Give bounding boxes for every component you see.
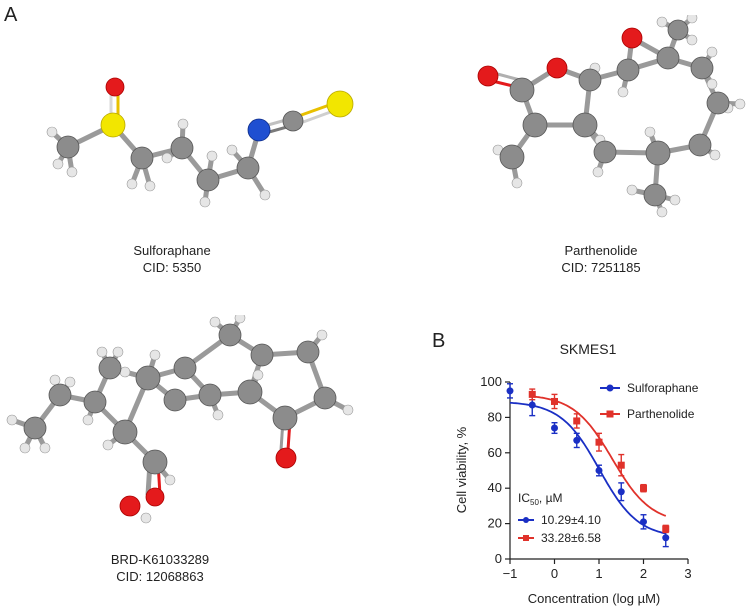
data-point <box>662 525 670 533</box>
x-tick-label: 1 <box>595 566 602 581</box>
data-point <box>528 390 536 398</box>
molecule-cid: CID: 5350 <box>142 260 202 275</box>
molecule-name: Parthenolide <box>564 243 638 258</box>
data-point <box>573 436 581 444</box>
x-tick-label: −1 <box>503 566 518 581</box>
y-axis-label: Cell viability, % <box>454 426 469 513</box>
parthenolide-caption: Parthenolide CID: 7251185 <box>491 242 711 276</box>
molecule-cid: CID: 7251185 <box>561 260 641 275</box>
data-point <box>573 417 581 425</box>
chart-title: SKMES1 <box>560 341 617 357</box>
y-tick-label: 60 <box>488 445 502 460</box>
data-point <box>640 484 647 492</box>
y-tick-label: 0 <box>495 551 502 566</box>
brd-caption: BRD-K61033289 CID: 12068863 <box>50 551 270 585</box>
legend-label-parthenolide: Parthenolide <box>627 407 695 421</box>
data-point <box>528 401 536 409</box>
chart-marks <box>506 383 670 548</box>
sulforaphane-molecule <box>46 77 354 208</box>
data-point <box>595 467 603 474</box>
sulforaphane-caption: Sulforaphane CID: 5350 <box>62 242 282 276</box>
y-tick-label: 80 <box>488 409 502 424</box>
panel-letter-b: B <box>432 330 446 352</box>
ic50-marker-parthenolide <box>523 535 529 541</box>
ic50-value-parthenolide: 33.28±6.58 <box>541 531 601 545</box>
ic50-marker-sulforaphane <box>523 517 529 523</box>
y-tick-label: 100 <box>480 374 502 389</box>
data-point <box>506 387 514 395</box>
data-point <box>617 461 625 469</box>
data-point <box>662 534 670 542</box>
data-point <box>640 518 647 526</box>
data-point <box>551 397 558 405</box>
ic50-value-sulforaphane: 10.29±4.10 <box>541 513 601 527</box>
y-tick-label: 40 <box>488 480 502 495</box>
parthenolide-molecule <box>477 15 746 218</box>
data-point <box>595 438 603 446</box>
legend: Sulforaphane Parthenolide <box>600 381 699 421</box>
panel-letter-a: A <box>4 4 18 26</box>
molecule-name: Sulforaphane <box>133 243 211 258</box>
molecule-name: BRD-K61033289 <box>110 552 210 567</box>
x-axis-label: Concentration (log µM) <box>528 591 661 606</box>
y-tick-label: 20 <box>488 516 502 531</box>
ic50-heading: IC50, µM <box>518 491 562 507</box>
x-tick-label: 0 <box>551 566 558 581</box>
brd-k61033289-molecule <box>6 315 354 524</box>
fit-curve-0 <box>509 401 666 535</box>
x-tick-label: 2 <box>640 566 647 581</box>
legend-marker-parthenolide <box>606 410 614 418</box>
ic50-annotation: IC50, µM 10.29±4.10 33.28±6.58 <box>518 491 601 545</box>
data-point <box>551 424 558 432</box>
molecule-cid: CID: 12068863 <box>116 569 204 584</box>
legend-marker-sulforaphane <box>606 384 614 392</box>
legend-label-sulforaphane: Sulforaphane <box>627 381 699 395</box>
data-point <box>617 488 625 496</box>
x-tick-label: 3 <box>684 566 691 581</box>
